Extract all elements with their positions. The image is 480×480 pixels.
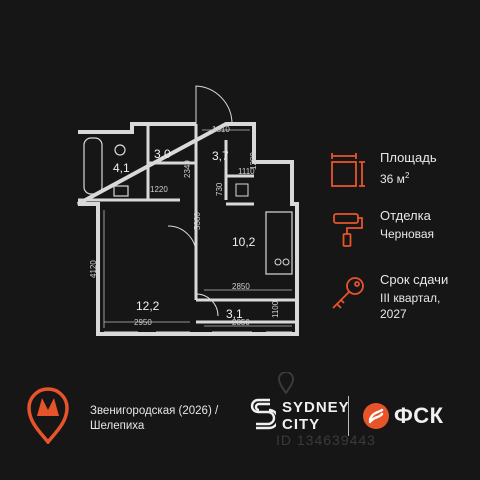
dim-label: 1280	[249, 152, 258, 170]
bathtub	[83, 137, 103, 195]
stove-burner	[282, 258, 290, 266]
key-icon	[332, 277, 364, 309]
metro-icon	[27, 387, 69, 444]
deadline-label: Срок сдачи	[380, 272, 449, 287]
room-area-balcony: 3,1	[226, 307, 243, 321]
room-area-kitchen: 10,2	[232, 235, 256, 249]
dim-label: 5360	[193, 212, 202, 230]
stove-burner	[274, 258, 282, 266]
deadline-line1: III квартал,	[380, 291, 441, 305]
interior-wall	[78, 124, 297, 302]
dim-label: 2950	[134, 318, 152, 327]
dim-label: 4120	[89, 260, 98, 278]
sydney-city-logo: SYDNEY CITY	[282, 399, 350, 433]
dim-label: 1100	[271, 300, 280, 318]
entrance-door	[195, 85, 233, 125]
room-area-living: 12,2	[136, 299, 160, 313]
watermark: ID 134639443	[276, 432, 376, 448]
location-pin-icon	[278, 372, 294, 394]
metro-line1: Звенигородская (2026) /	[90, 405, 219, 417]
dim-label: 1810	[212, 125, 230, 134]
deadline-line2: 2027	[380, 307, 407, 321]
room-area-hall: 3,7	[212, 149, 229, 163]
room-areas: 4,1 3,0 3,7 10,2 12,2 3,1	[113, 147, 256, 321]
outer-wall	[77, 122, 299, 336]
city-text: CITY	[282, 416, 321, 433]
sydney-text: SYDNEY	[282, 399, 350, 416]
metro-line2: Шелепиха	[90, 420, 145, 432]
area-value: 36 м2	[380, 168, 480, 187]
dim-label: 1220	[150, 185, 168, 194]
room-area-wc: 3,0	[154, 147, 171, 161]
area-label: Площадь	[380, 150, 437, 165]
toilet	[114, 144, 126, 156]
dim-label: 2340	[183, 160, 192, 178]
finish-label: Отделка	[380, 208, 431, 223]
dim-label: 2850	[232, 282, 250, 291]
sydney-city-logo-icon	[250, 398, 276, 430]
dim-label: 1110	[238, 167, 255, 176]
room-area-bathroom: 4,1	[113, 161, 130, 175]
logo-separator	[348, 396, 349, 436]
metro-station: Звенигородская (2026) / Шелепиха	[90, 404, 250, 434]
paint-roller-icon	[333, 213, 363, 247]
dimension-labels: 1810 1280 2340 1110 730 1220 5360 4120 2…	[89, 125, 280, 327]
kitchen-counter	[265, 211, 293, 275]
dimension-lines	[103, 129, 292, 328]
door-arc	[195, 293, 219, 317]
door-arc	[167, 225, 197, 255]
area-icon	[331, 153, 365, 187]
fsk-logo-icon	[363, 403, 389, 429]
plan-walls	[77, 85, 299, 336]
dim-label: 2850	[232, 318, 250, 327]
fsk-logo-text: ФСК	[394, 403, 444, 428]
area-unit-sup: 2	[404, 171, 410, 180]
sink	[113, 185, 129, 197]
dim-label: 730	[215, 182, 224, 196]
finish-value: Черновая	[380, 227, 435, 241]
shaft	[235, 183, 249, 197]
area-value-text: 36 м	[380, 172, 405, 186]
